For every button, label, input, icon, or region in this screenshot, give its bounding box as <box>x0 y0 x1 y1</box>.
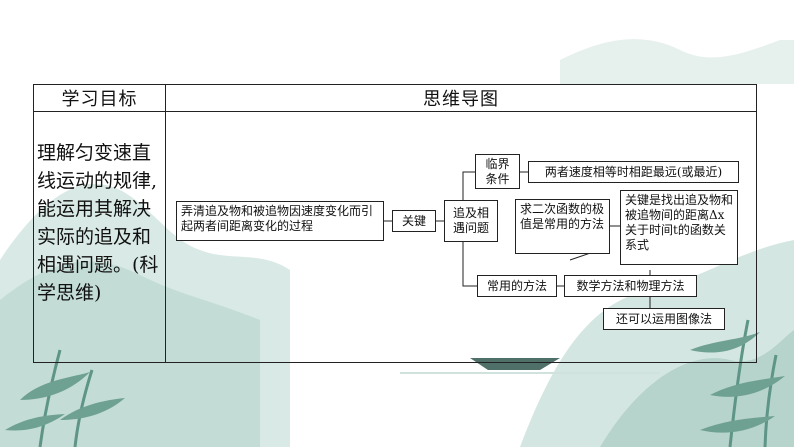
critical-description-text: 两者速度相等时相距最远(或最近) <box>544 164 723 179</box>
header-mind-map: 思维导图 <box>423 89 499 110</box>
graph-method-box: 还可以运用图像法 <box>603 308 725 330</box>
key-point-text: 关键是找出追及物和被追物间的距离Δx关于时间t的函数关系式 <box>625 193 734 252</box>
bamboo-left-leaves <box>5 372 125 431</box>
mountain-left-dark <box>0 261 260 447</box>
bamboo-right-leaves <box>690 332 785 433</box>
critical-condition-box: 临界条件 <box>475 154 520 189</box>
water-line <box>400 372 660 374</box>
table-column-divider <box>165 85 166 362</box>
key-text: 关键 <box>401 213 426 228</box>
header-learning-goals: 学习目标 <box>61 89 138 110</box>
goals-table: 学习目标 思维导图 理解匀变速直线运动的规律,能运用其解决实际的追及和相遇问题。… <box>33 84 757 363</box>
key-point-box: 关键是找出追及物和被追物间的距离Δx关于时间t的函数关系式 <box>620 190 738 265</box>
root-process-box: 弄清追及物和被追物因速度变化而引起两者间距离变化的过程 <box>176 201 384 241</box>
quadratic-extremum-text: 求二次函数的极值是常用的方法 <box>520 202 605 231</box>
key-box: 关键 <box>392 210 436 232</box>
topic-box: 追及相遇问题 <box>444 200 498 242</box>
quadratic-extremum-box: 求二次函数的极值是常用的方法 <box>515 199 610 254</box>
root-process-text: 弄清追及物和被追物因速度变化而引起两者间距离变化的过程 <box>181 204 374 233</box>
boat <box>470 358 560 370</box>
math-physics-methods-box: 数学方法和物理方法 <box>564 275 697 297</box>
topic-text: 追及相遇问题 <box>452 206 489 235</box>
math-physics-methods-text: 数学方法和物理方法 <box>576 278 685 293</box>
common-methods-box: 常用的方法 <box>477 275 557 297</box>
mountain-top-right <box>560 39 794 84</box>
critical-condition-text: 临界条件 <box>485 156 510 186</box>
mountain-right-dark <box>600 330 794 447</box>
critical-description-box: 两者速度相等时相距最远(或最近) <box>528 161 739 183</box>
table-header-divider <box>34 111 756 112</box>
graph-method-text: 还可以运用图像法 <box>615 311 712 326</box>
common-methods-text: 常用的方法 <box>486 278 547 293</box>
learning-goal-text: 理解匀变速直线运动的规律,能运用其解决实际的追及和相遇问题。(科学思维) <box>37 142 159 304</box>
